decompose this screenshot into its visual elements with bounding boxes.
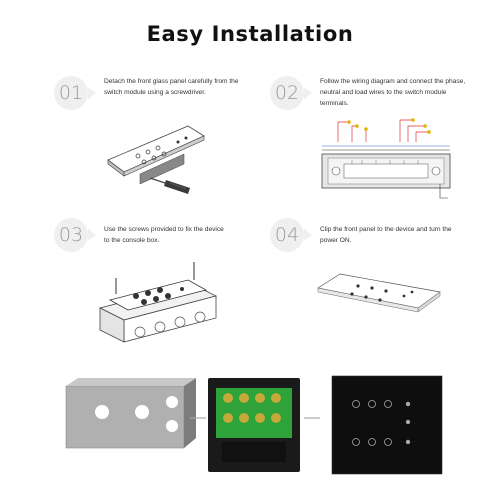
step-2-description: Follow the wiring diagram and connect th… — [320, 78, 466, 107]
step-1-number: 01 — [54, 76, 96, 110]
step-3-description: Use the screws provided to fix the devic… — [104, 226, 224, 244]
step-1-description: Detach the front glass panel carefully f… — [104, 78, 239, 96]
circuit-module — [208, 378, 300, 472]
step-3-illustration — [98, 262, 218, 343]
product-exploded-view — [65, 375, 443, 475]
step-4-number: 04 — [270, 218, 312, 252]
step-3-number: 03 — [54, 218, 96, 252]
switch-panel-illustration — [107, 125, 205, 185]
page-title: Easy Installation — [146, 22, 354, 46]
screwdriver-illustration — [149, 177, 190, 194]
step-2-number: 02 — [270, 76, 312, 110]
glass-front-panel — [331, 375, 443, 475]
screw-illustration — [115, 262, 195, 294]
step-4-illustration — [317, 273, 441, 313]
step-4-description: Clip the front panel to the device and t… — [320, 226, 452, 244]
switch-module-illustration — [108, 279, 208, 311]
metal-back-box — [65, 378, 196, 449]
step-2-wiring-diagram — [321, 118, 451, 199]
step-1-illustration — [107, 125, 205, 194]
